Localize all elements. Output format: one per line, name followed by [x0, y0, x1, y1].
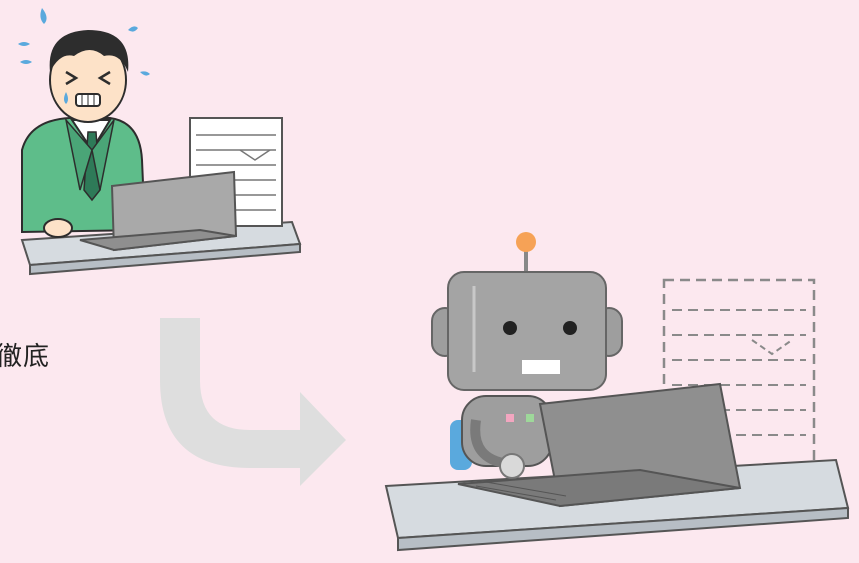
antenna-icon: [516, 232, 536, 252]
robot-eye-right: [563, 321, 577, 335]
robot-eye-left: [503, 321, 517, 335]
robot-mouth: [522, 360, 560, 374]
robot-group: [386, 232, 848, 550]
